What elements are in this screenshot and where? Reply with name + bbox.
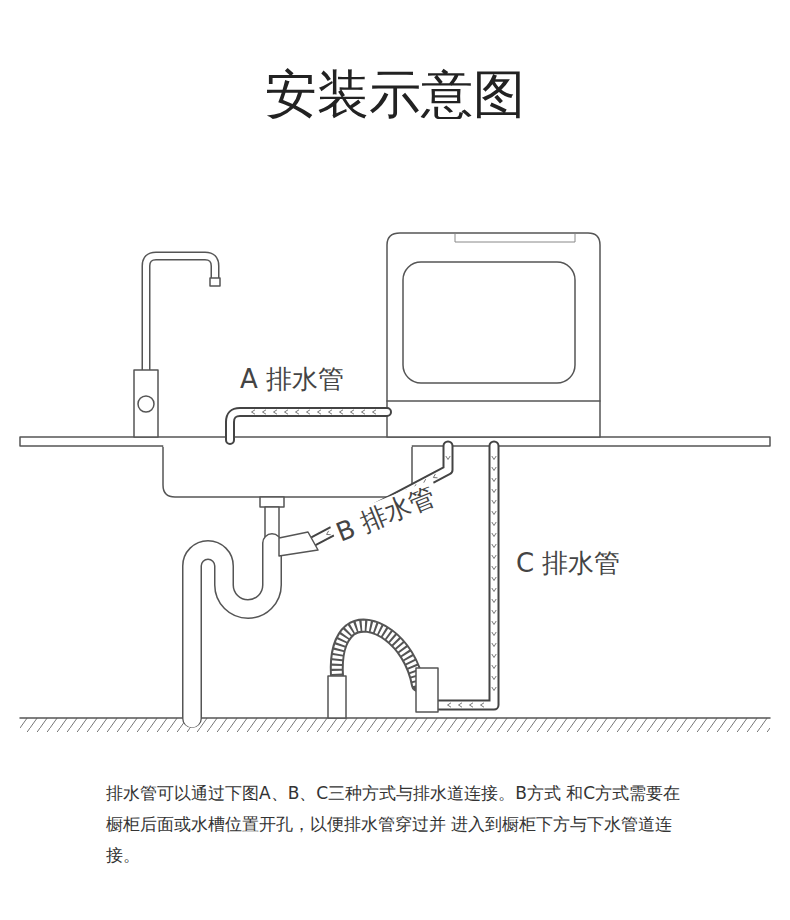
flow-chevron xyxy=(274,410,278,414)
corrugated-hose xyxy=(337,626,418,685)
flow-chevron xyxy=(329,410,333,414)
flow-chevron xyxy=(492,511,496,515)
flow-chevron xyxy=(492,544,496,548)
drain-hose-c xyxy=(436,446,494,705)
flow-chevron xyxy=(285,410,289,414)
flow-chevron xyxy=(373,410,377,414)
flow-chevron xyxy=(327,531,331,535)
countertop xyxy=(20,437,770,446)
flow-chevron xyxy=(446,456,450,460)
dishwasher-lid xyxy=(455,234,575,242)
p-trap-outline xyxy=(192,543,272,718)
flow-chevron xyxy=(492,599,496,603)
dishwasher-window xyxy=(403,262,575,383)
flow-chevron xyxy=(492,555,496,559)
p-trap-inner xyxy=(192,543,272,719)
flow-chevron xyxy=(492,676,496,680)
drain-flange xyxy=(260,497,284,507)
flow-chevron xyxy=(470,703,474,707)
flow-chevron xyxy=(492,632,496,636)
caption-text: 排水管可以通过下图A、B、C三种方式与排水道连接。B方式 和C方式需要在橱柜后面… xyxy=(106,778,696,871)
drain-hose-a xyxy=(230,412,387,440)
flow-chevron xyxy=(492,665,496,669)
flow-chevron xyxy=(492,610,496,614)
faucet-base xyxy=(134,370,158,437)
sink-basin xyxy=(163,446,412,497)
flow-chevron xyxy=(492,478,496,482)
flow-chevron xyxy=(459,703,463,707)
flow-chevron xyxy=(307,410,311,414)
faucet-knob xyxy=(138,396,154,412)
standpipe xyxy=(416,668,438,712)
flow-chevron xyxy=(433,474,437,478)
flow-chevron xyxy=(492,500,496,504)
flow-chevron xyxy=(296,410,300,414)
flow-chevron xyxy=(492,522,496,526)
flow-chevron xyxy=(492,456,496,460)
pipe-label: A 排水管 xyxy=(236,364,348,395)
flow-chevron xyxy=(252,410,256,414)
flow-chevron xyxy=(263,410,267,414)
flow-chevron xyxy=(492,467,496,471)
diagram-title: 安装示意图 xyxy=(0,58,790,130)
floor-drain-fitting xyxy=(328,676,346,718)
b-connector-fitting xyxy=(279,532,318,556)
flow-chevron xyxy=(492,566,496,570)
flow-chevron xyxy=(351,410,355,414)
dishwasher-body xyxy=(387,233,600,437)
flow-chevron xyxy=(492,533,496,537)
faucet-spout xyxy=(146,256,215,372)
flow-chevron xyxy=(492,687,496,691)
flow-chevron xyxy=(492,489,496,493)
flow-chevron xyxy=(481,703,485,707)
flow-chevron xyxy=(448,703,452,707)
flow-chevron xyxy=(492,621,496,625)
floor-line xyxy=(20,717,770,719)
flow-chevron xyxy=(362,410,366,414)
pipe-label: C 排水管 xyxy=(512,548,624,579)
flow-chevron xyxy=(340,410,344,414)
flow-chevron xyxy=(492,588,496,592)
flow-chevron xyxy=(492,577,496,581)
flow-chevron xyxy=(492,643,496,647)
floor-hatch xyxy=(20,718,770,732)
dishwasher-base-line xyxy=(387,400,600,402)
flow-chevron xyxy=(492,654,496,658)
flow-chevrons xyxy=(252,410,497,707)
flow-chevron xyxy=(318,410,322,414)
faucet-nozzle xyxy=(210,278,220,286)
